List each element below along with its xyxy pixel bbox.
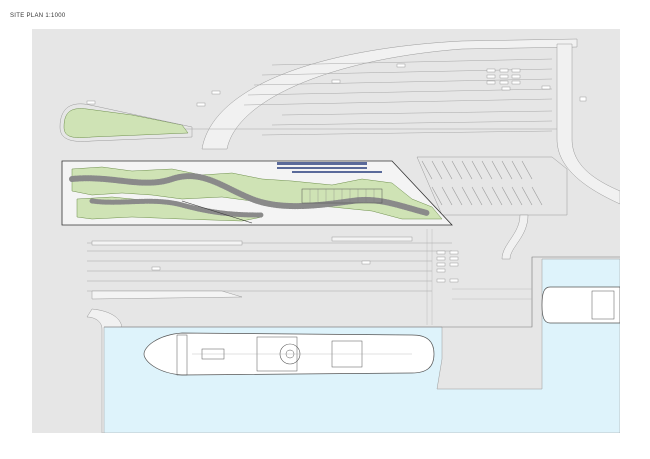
ship-icon	[541, 286, 620, 324]
west-island-outline	[59, 103, 193, 142]
planted-walkway-branch	[89, 198, 265, 218]
east-parking-boundary	[416, 156, 568, 216]
road-markings	[426, 229, 532, 325]
south-island-2	[331, 236, 413, 242]
east-road	[556, 43, 620, 205]
skylight-ribs	[309, 189, 375, 203]
quay-edge	[104, 256, 620, 328]
north-road	[201, 38, 578, 150]
south-lanes	[87, 242, 452, 292]
parked-cars-north	[86, 63, 587, 107]
planted-walkway	[69, 173, 430, 216]
north-parking-rows	[92, 58, 572, 136]
sheet-title: SITE PLAN 1:1000	[10, 13, 66, 19]
east-diagonal-parking	[421, 160, 543, 206]
parked-cars-south	[151, 250, 459, 283]
east-south-road	[501, 214, 529, 260]
south-curb	[91, 290, 243, 300]
ferry-small	[541, 286, 620, 324]
roof-ramp-line	[181, 200, 253, 224]
site-plan-drawing	[59, 38, 620, 433]
south-island	[91, 240, 243, 246]
roof-solar-array	[277, 162, 382, 173]
site-plan	[32, 29, 620, 433]
ferry-large	[143, 332, 435, 376]
